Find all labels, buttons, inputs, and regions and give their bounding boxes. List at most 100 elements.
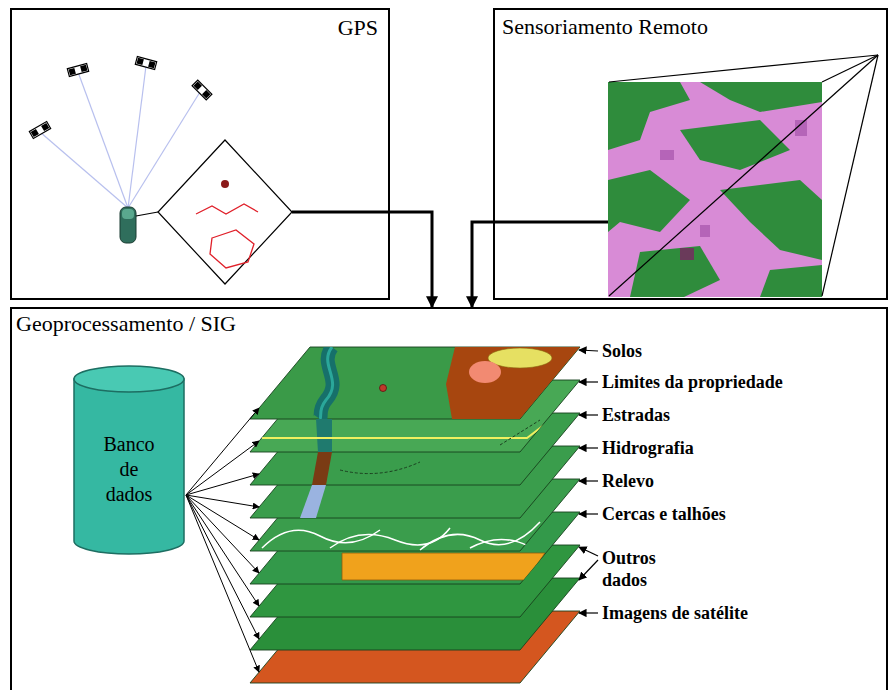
gps-track <box>196 204 258 214</box>
satellite-image <box>608 82 822 297</box>
satellite-icon <box>135 57 156 70</box>
svg-polygon <box>760 265 822 297</box>
remote-sensing-panel: Sensoriamento Remoto <box>493 8 888 300</box>
svg-rect <box>137 58 144 65</box>
layer-label: Cercas e talhões <box>602 503 726 525</box>
svg-line <box>579 547 598 556</box>
satellite-icon <box>67 64 88 77</box>
data-flow-arrow <box>390 212 432 307</box>
svg-line <box>579 350 598 351</box>
svg-line <box>822 55 878 82</box>
svg-polygon <box>630 246 720 297</box>
svg-polygon <box>250 347 580 419</box>
svg-path <box>330 528 450 548</box>
svg-polygon <box>700 82 822 112</box>
svg-rect <box>192 80 212 100</box>
svg-path <box>500 420 540 445</box>
svg-line <box>40 132 128 208</box>
layer-label: Hidrografia <box>602 437 694 459</box>
svg-line <box>78 72 128 208</box>
svg-rect <box>148 61 155 68</box>
svg-rect <box>680 248 694 260</box>
gis-panel: Geoprocessamento / SIG Banco de dados <box>10 307 888 690</box>
svg-polygon <box>312 452 332 485</box>
database-cylinder: Banco de dados <box>73 365 185 555</box>
database-label: Banco de dados <box>103 432 154 507</box>
svg-line <box>609 55 878 296</box>
hydro-layer-detail <box>312 452 420 485</box>
gps-illustration <box>29 57 390 284</box>
panel-title: GPS <box>338 16 378 40</box>
soils-layer-detail <box>320 347 580 419</box>
cylinder-top <box>74 366 184 392</box>
fields-layer-detail <box>342 553 545 580</box>
layer-label: Imagens de satélite <box>602 602 748 624</box>
svg-rect <box>29 122 50 139</box>
svg-rect <box>202 90 210 98</box>
data-flow-arrow <box>472 222 493 307</box>
svg-rect <box>700 225 710 237</box>
svg-line <box>186 495 259 672</box>
svg-line <box>609 55 878 82</box>
hydro-layer-detail <box>300 485 326 518</box>
svg-path <box>320 347 333 419</box>
layer-label: Limites da propriedade <box>602 371 783 393</box>
signal-lines <box>40 66 200 208</box>
cylinder-body <box>74 379 184 554</box>
svg-line <box>186 495 259 606</box>
svg-polygon <box>608 82 690 150</box>
layer-stack <box>250 347 580 683</box>
svg-line <box>579 560 598 580</box>
gps-panel: GPS <box>10 8 390 300</box>
svg-polygon <box>300 485 326 518</box>
svg-ellipse <box>488 348 552 368</box>
svg-polygon <box>316 419 332 452</box>
gps-map-diamond <box>158 140 292 284</box>
svg-path <box>420 522 540 550</box>
svg-g <box>608 82 822 297</box>
svg-line <box>186 495 259 573</box>
svg-rect <box>135 57 156 70</box>
svg-path <box>320 347 333 419</box>
gps-point <box>221 180 229 188</box>
svg-rect <box>80 65 87 72</box>
svg-circle <box>380 385 387 392</box>
panel-title: Geoprocessamento / SIG <box>16 312 236 336</box>
svg-line <box>579 447 598 448</box>
svg-rect <box>41 123 49 131</box>
svg-line <box>579 414 598 415</box>
svg-polyline <box>262 419 552 438</box>
layer-leaders <box>579 350 598 613</box>
relief-layer-detail <box>262 522 540 550</box>
layer-label: Relevo <box>602 470 654 492</box>
svg-rect <box>608 82 822 297</box>
svg-ellipse <box>469 361 501 383</box>
data-flow-line <box>493 221 608 224</box>
satellite-icon <box>29 122 50 139</box>
receiver-cable <box>136 212 158 216</box>
svg-line <box>186 441 259 495</box>
svg-path <box>262 530 380 548</box>
sensor-view-lines <box>609 55 878 296</box>
svg-polygon <box>720 180 822 260</box>
roads-layer-detail <box>262 419 552 452</box>
layer-label: Estradas <box>602 404 670 426</box>
svg-polygon <box>608 170 690 232</box>
svg-polygon <box>680 120 790 170</box>
svg-path <box>340 462 420 474</box>
svg-line <box>186 474 259 495</box>
svg-line <box>186 495 259 639</box>
svg-rect <box>31 129 39 137</box>
gps-polygon <box>210 230 254 268</box>
svg-rect <box>69 68 76 75</box>
svg-line <box>186 495 259 507</box>
svg-g <box>660 120 807 237</box>
svg-rect <box>67 64 88 77</box>
gps-receiver-top <box>122 209 134 219</box>
svg-line <box>579 480 598 481</box>
database-links <box>186 408 259 672</box>
svg-path <box>470 539 528 548</box>
